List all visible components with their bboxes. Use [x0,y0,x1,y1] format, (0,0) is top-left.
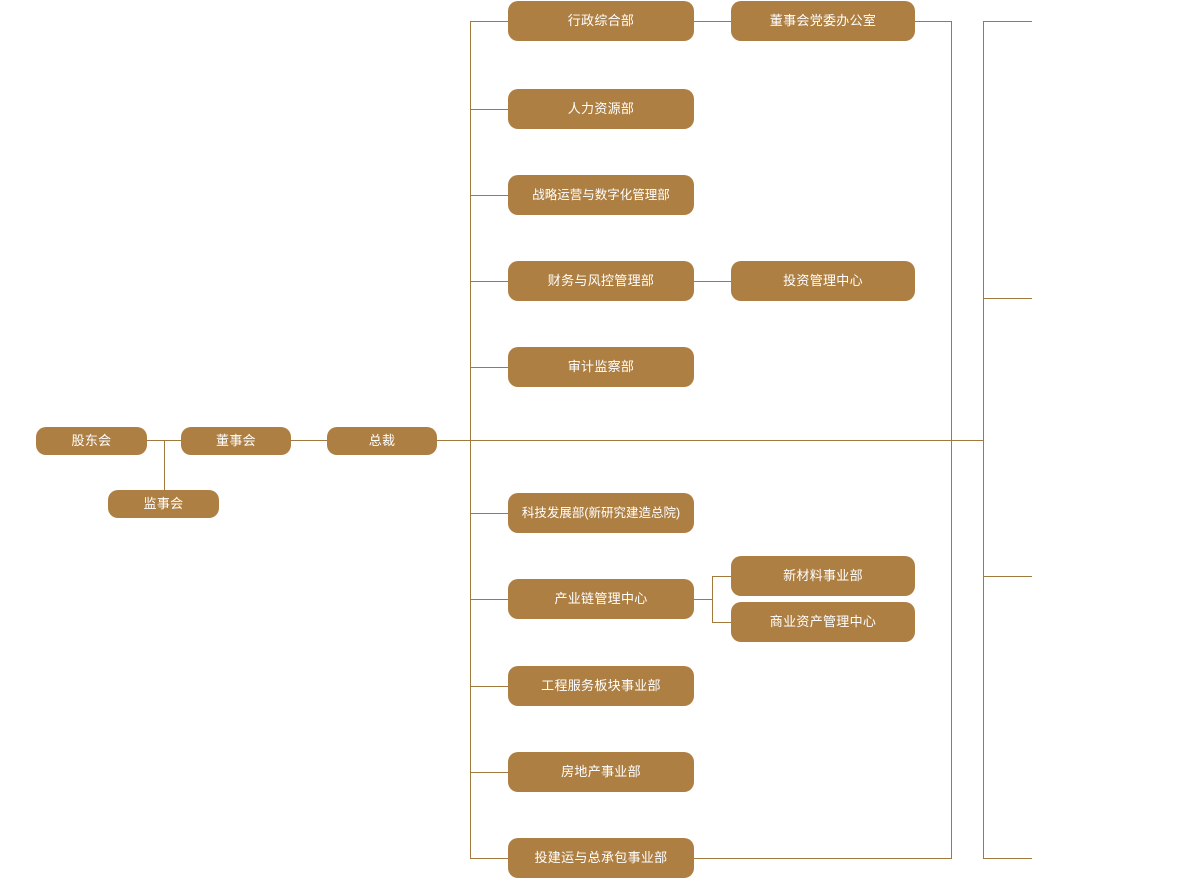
node-president[interactable]: 总裁 [327,427,437,455]
connector-bottom-dept-to-inner-rail [694,858,951,859]
outer-rail-stub-upper-mid [983,298,1032,299]
connector-president-to-main-rail [437,440,984,441]
branch-stub-dept-1 [470,109,508,110]
main-department-rail [470,21,471,859]
connector-supplychain-fork-vertical [712,576,713,623]
right-outer-rail [983,21,984,859]
outer-rail-stub-top [983,21,1032,22]
node-department-1[interactable]: 人力资源部 [508,89,694,129]
connector-supplychain-to-new-materials [712,576,731,577]
connector-board-to-president [291,440,327,441]
node-department-4[interactable]: 审计监察部 [508,347,694,387]
node-supervisory-board[interactable]: 监事会 [108,490,219,518]
connector-party-office-to-inner-rail [915,21,951,22]
branch-stub-dept-9 [470,858,508,859]
node-sub-unit-3[interactable]: 商业资产管理中心 [731,602,915,642]
node-department-9[interactable]: 投建运与总承包事业部 [508,838,694,878]
branch-stub-dept-4 [470,367,508,368]
node-department-3[interactable]: 财务与风控管理部 [508,261,694,301]
node-sub-unit-2[interactable]: 新材料事业部 [731,556,915,596]
connector-supplychain-to-commercial-assets [712,622,731,623]
connector-finance-to-investment-center [694,281,731,282]
node-department-2[interactable]: 战略运营与数字化管理部 [508,175,694,215]
branch-stub-dept-6 [470,599,508,600]
branch-stub-dept-2 [470,195,508,196]
right-inner-rail-lower [951,440,952,859]
node-shareholders-meeting[interactable]: 股东会 [36,427,147,455]
node-sub-unit-0[interactable]: 董事会党委办公室 [731,1,915,41]
outer-rail-stub-lower-mid [983,576,1032,577]
node-sub-unit-1[interactable]: 投资管理中心 [731,261,915,301]
branch-stub-dept-8 [470,772,508,773]
connector-supplychain-stub [694,599,712,600]
connector-board-to-supervisory-vertical [164,440,165,504]
right-inner-rail-upper [951,21,952,441]
node-department-6[interactable]: 产业链管理中心 [508,579,694,619]
node-department-5[interactable]: 科技发展部(新研究建造总院) [508,493,694,533]
branch-stub-dept-5 [470,513,508,514]
outer-rail-stub-bottom [983,858,1032,859]
branch-stub-dept-3 [470,281,508,282]
branch-stub-dept-0 [470,21,508,22]
branch-stub-dept-7 [470,686,508,687]
node-board-of-directors[interactable]: 董事会 [181,427,291,455]
node-department-0[interactable]: 行政综合部 [508,1,694,41]
node-department-7[interactable]: 工程服务板块事业部 [508,666,694,706]
connector-admin-to-party-office [694,21,731,22]
node-department-8[interactable]: 房地产事业部 [508,752,694,792]
